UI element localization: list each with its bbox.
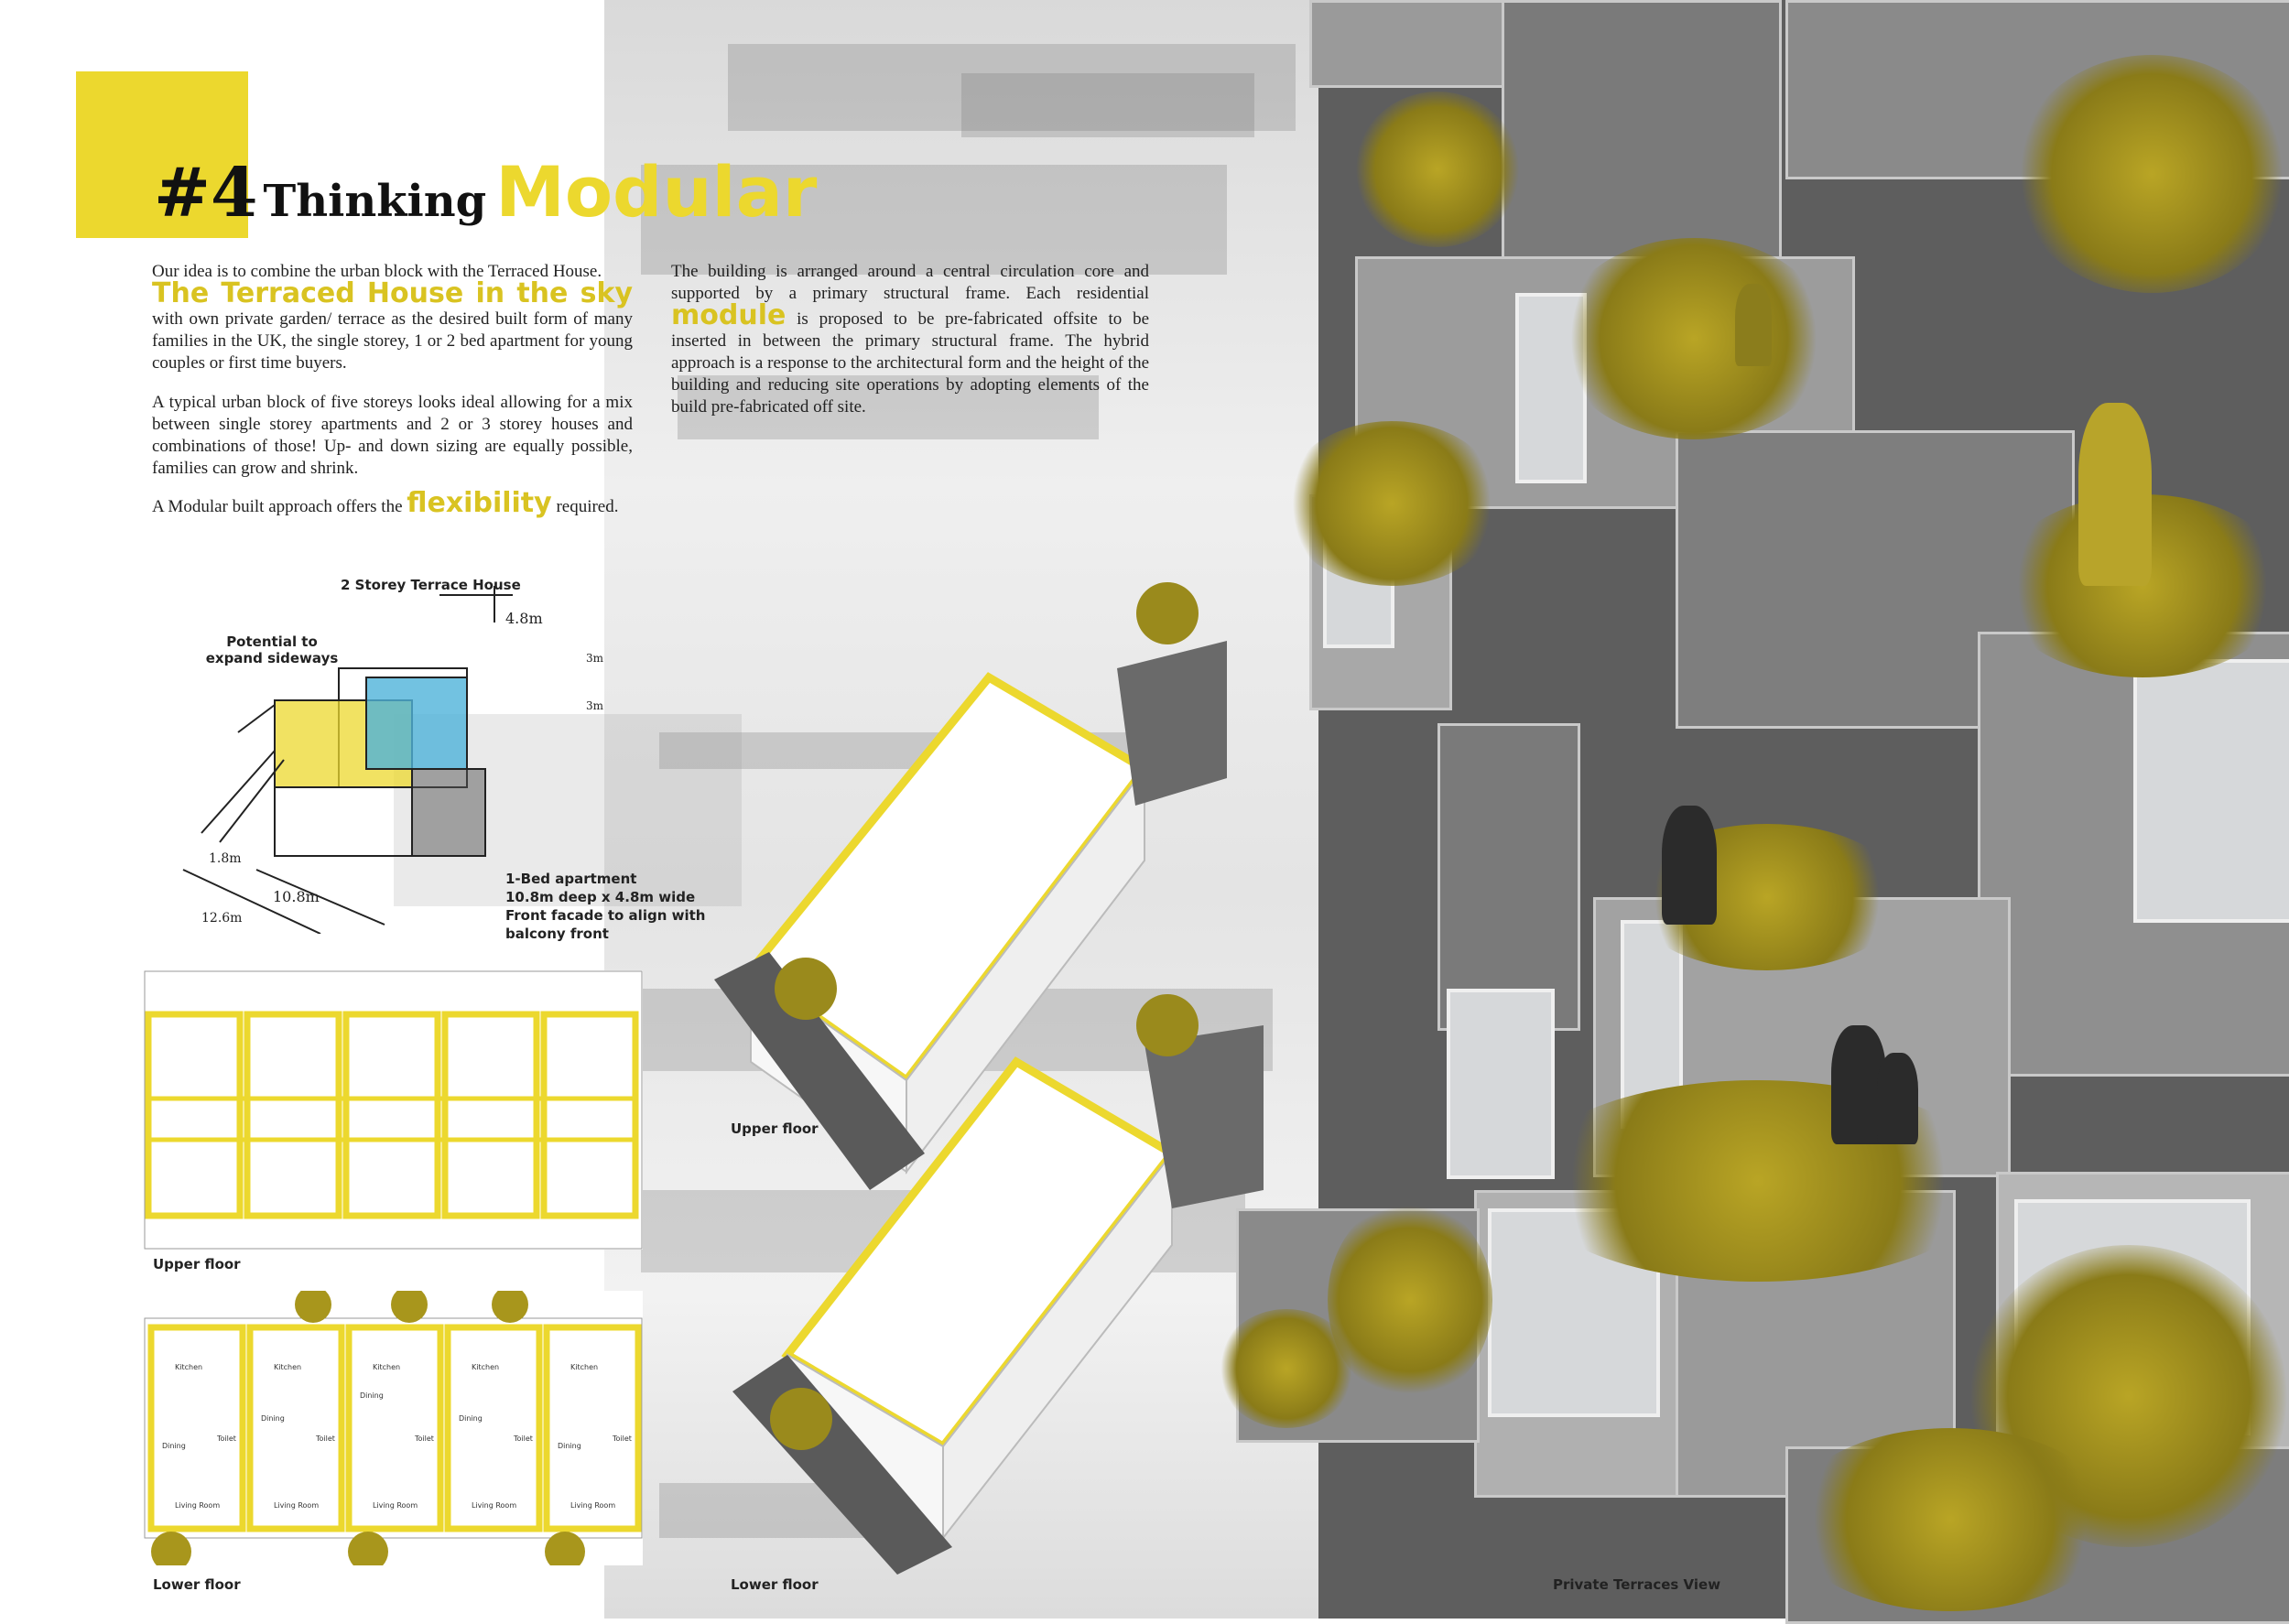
plant-foliage bbox=[2014, 55, 2289, 293]
intro-paragraph: Our idea is to combine the urban block w… bbox=[152, 261, 633, 374]
module-box bbox=[1502, 0, 1782, 262]
highlight-flexibility: flexibility bbox=[407, 487, 552, 519]
axo-upper-floor-label: Upper floor bbox=[731, 1121, 819, 1137]
room-dining: Dining bbox=[558, 1442, 581, 1450]
person-figure bbox=[2078, 403, 2152, 586]
intro-paragraph-2: A typical urban block of five storeys lo… bbox=[152, 393, 633, 478]
dim-depth-c: 12.6m bbox=[201, 911, 243, 926]
room-toilet: Toilet bbox=[415, 1435, 434, 1443]
plant-foliage bbox=[1785, 1428, 2115, 1611]
lower-floor-plan: Kitchen Kitchen Kitchen Kitchen Kitchen … bbox=[144, 1286, 643, 1572]
accent-square bbox=[76, 71, 248, 238]
plant-foliage bbox=[1520, 1080, 1996, 1282]
room-living: Living Room bbox=[472, 1501, 517, 1510]
room-kitchen: Kitchen bbox=[274, 1363, 302, 1371]
upper-floor-drawing bbox=[144, 970, 643, 1250]
para3-post: required. bbox=[556, 497, 619, 516]
structure-pre: The building is arranged around a centra… bbox=[671, 262, 1149, 303]
room-toilet: Toilet bbox=[316, 1435, 335, 1443]
room-dining: Dining bbox=[459, 1414, 483, 1423]
lower-floor-drawing bbox=[144, 1286, 643, 1572]
apartment-note-line: Front facade to align with bbox=[505, 907, 706, 924]
intro-rest: with own private garden/ terrace as the … bbox=[152, 309, 633, 373]
room-living: Living Room bbox=[274, 1501, 320, 1510]
apartment-note-line: 10.8m deep x 4.8m wide bbox=[505, 889, 696, 905]
sketch-title: 2 Storey Terrace House bbox=[341, 577, 521, 593]
dim-width: 4.8m bbox=[505, 610, 543, 627]
room-living: Living Room bbox=[373, 1501, 418, 1510]
sketch-panel bbox=[146, 568, 659, 935]
person-figure bbox=[1877, 1053, 1918, 1144]
axo-lower-floor-label: Lower floor bbox=[731, 1576, 819, 1593]
room-dining: Dining bbox=[261, 1414, 285, 1423]
upper-floor-plan bbox=[144, 970, 643, 1250]
room-living: Living Room bbox=[175, 1501, 221, 1510]
intro-line1: Our idea is to combine the urban block w… bbox=[152, 262, 602, 281]
terraces-view-label: Private Terraces View bbox=[1553, 1576, 1721, 1593]
intro-paragraph-3: A Modular built approach offers the flex… bbox=[152, 490, 633, 518]
lower-floor-plan-label: Lower floor bbox=[153, 1576, 241, 1593]
apartment-note-line: 1-Bed apartment bbox=[505, 871, 637, 887]
highlight-terraced-house: The Terraced House in the sky bbox=[152, 277, 633, 309]
room-dining: Dining bbox=[360, 1391, 384, 1400]
grey-band bbox=[961, 73, 1254, 137]
title-word: Thinking bbox=[263, 176, 487, 227]
room-kitchen: Kitchen bbox=[175, 1363, 203, 1371]
plant-foliage bbox=[1328, 1199, 1492, 1401]
plant-foliage bbox=[1557, 238, 1831, 439]
room-kitchen: Kitchen bbox=[472, 1363, 500, 1371]
grey-band bbox=[678, 375, 1099, 439]
para3-pre: A Modular built approach offers the bbox=[152, 497, 403, 516]
upper-floor-plan-label: Upper floor bbox=[153, 1256, 241, 1272]
structure-paragraph: The building is arranged around a centra… bbox=[671, 261, 1149, 418]
room-living: Living Room bbox=[570, 1501, 616, 1510]
grey-band bbox=[641, 165, 1227, 275]
dim-depth-a: 1.8m bbox=[209, 851, 242, 866]
title-highlight: Modular bbox=[495, 151, 818, 233]
plant-foliage bbox=[1282, 421, 1502, 586]
window bbox=[1447, 989, 1555, 1179]
note-expand-sideways: Potential to expand sideways bbox=[205, 633, 339, 666]
module-box bbox=[1309, 0, 1507, 88]
room-kitchen: Kitchen bbox=[373, 1363, 401, 1371]
title-number: #4 bbox=[154, 154, 258, 233]
plant-foliage bbox=[1355, 92, 1520, 247]
dim-height-1: 3m bbox=[586, 652, 604, 665]
room-toilet: Toilet bbox=[613, 1435, 632, 1443]
axonometric-modules bbox=[714, 582, 1264, 1575]
person-figure bbox=[1735, 284, 1772, 366]
highlight-module: module bbox=[671, 299, 787, 331]
window bbox=[2133, 659, 2289, 923]
room-toilet: Toilet bbox=[217, 1435, 236, 1443]
person-figure bbox=[1662, 806, 1717, 925]
room-dining: Dining bbox=[162, 1442, 186, 1450]
room-kitchen: Kitchen bbox=[570, 1363, 599, 1371]
dim-height-2: 3m bbox=[586, 699, 604, 712]
room-toilet: Toilet bbox=[514, 1435, 533, 1443]
grey-band bbox=[728, 44, 1296, 131]
house-sketch bbox=[182, 586, 513, 935]
apartment-note: 1-Bed apartment 10.8m deep x 4.8m wide F… bbox=[505, 870, 705, 943]
dim-depth-b: 10.8m bbox=[273, 888, 320, 905]
structure-post: is proposed to be pre-fabricated offsite… bbox=[671, 309, 1150, 417]
module-box bbox=[1437, 723, 1580, 1031]
apartment-note-line: balcony front bbox=[505, 926, 609, 942]
plant-foliage bbox=[1218, 1309, 1355, 1428]
